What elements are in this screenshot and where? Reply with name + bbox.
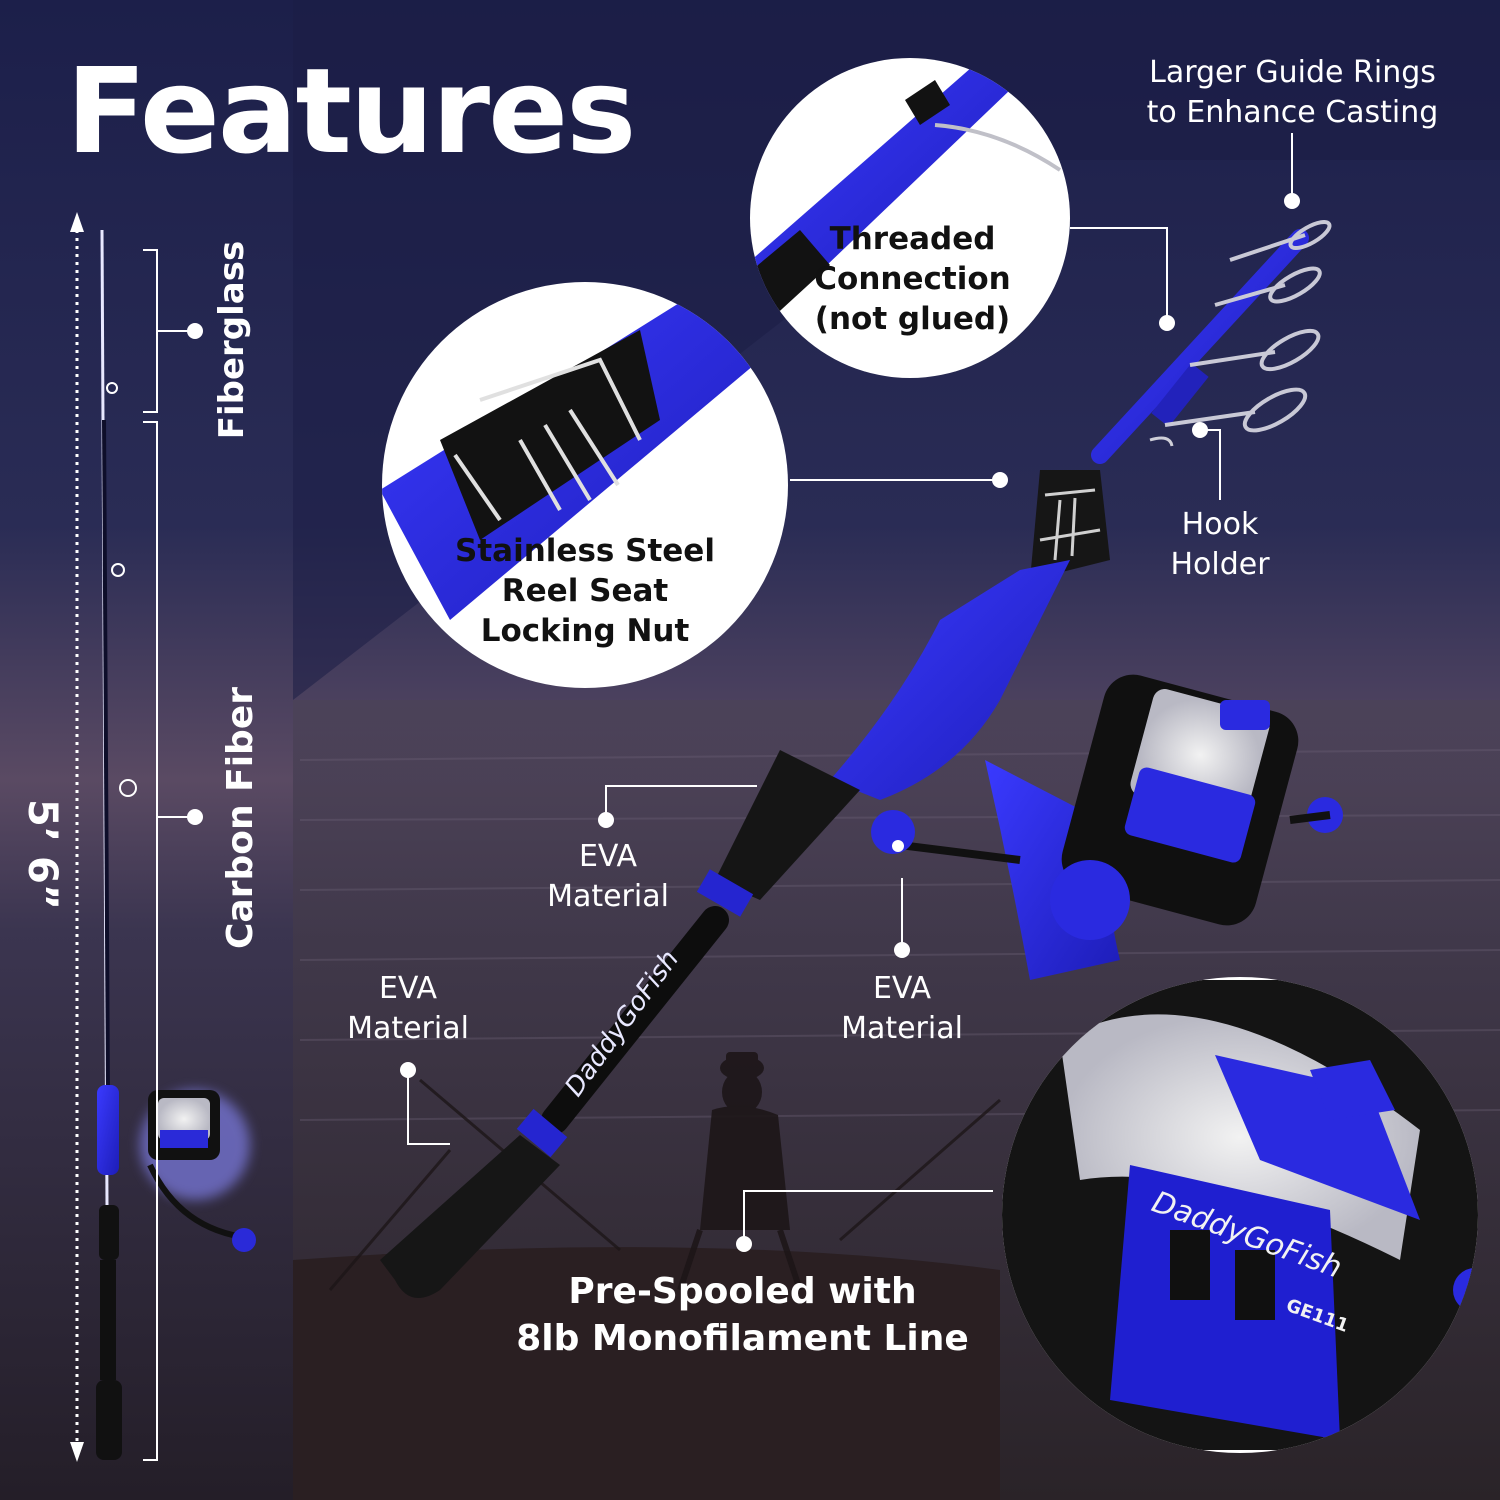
fiberglass-label: Fiberglass bbox=[212, 240, 252, 440]
hook-holder-callout: Hook Holder bbox=[1170, 507, 1270, 582]
page-title: Features bbox=[66, 42, 636, 180]
threaded-connection-text: Threaded Connection (not glued) bbox=[814, 221, 1011, 337]
guide-rings-callout: Larger Guide Rings to Enhance Casting bbox=[1146, 55, 1439, 130]
pre-spooled-callout: Pre-Spooled with 8lb Monofilament Line bbox=[516, 1271, 969, 1359]
reel-seat-text: Stainless Steel Reel Seat Locking Nut bbox=[455, 533, 715, 649]
main-rod-illustration: DaddyGoFish bbox=[380, 220, 1343, 1298]
eva-material-upper-callout: EVA Material bbox=[547, 839, 669, 914]
rod-length-label: 5’ 6” bbox=[19, 799, 65, 911]
carbon-fiber-label: Carbon Fiber bbox=[220, 687, 261, 950]
eva-material-right-callout: EVA Material bbox=[841, 971, 963, 1046]
eva-material-left-callout: EVA Material bbox=[347, 971, 469, 1046]
side-rod-illustration bbox=[70, 212, 256, 1462]
